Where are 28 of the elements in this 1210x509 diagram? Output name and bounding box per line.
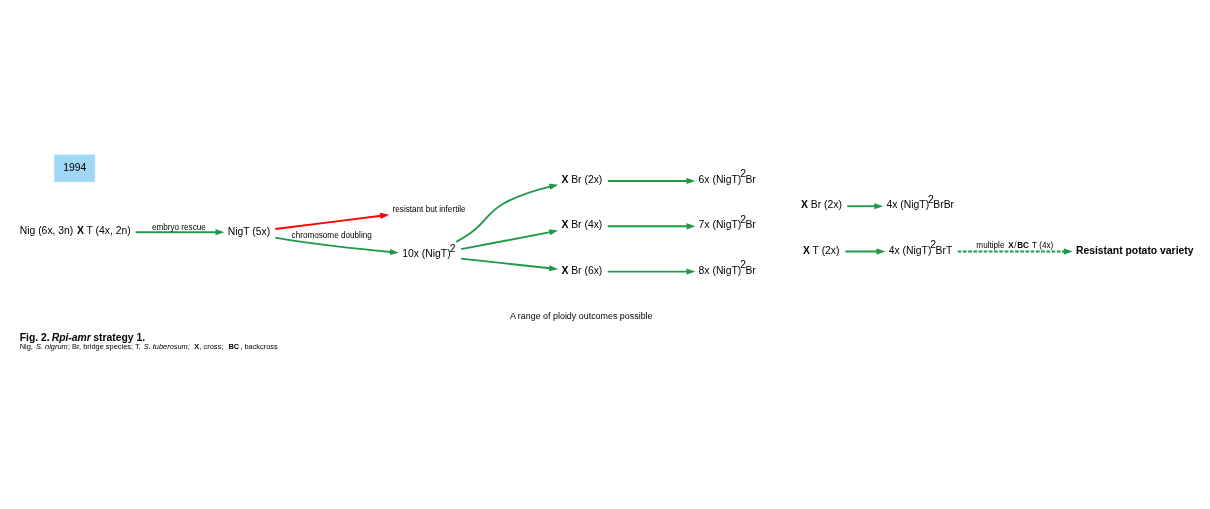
arrow xyxy=(606,177,696,185)
node-text: X T (2x) xyxy=(802,244,840,256)
arrow xyxy=(460,257,559,272)
node-text: NigT (5x) xyxy=(227,225,271,237)
arrow xyxy=(846,203,884,210)
edge-label: embryo rescue xyxy=(151,222,206,232)
arrow xyxy=(606,223,696,230)
node-text: X Br (2x) xyxy=(561,173,603,185)
label: A range of ploidy outcomes possible xyxy=(509,311,653,322)
arrow xyxy=(956,248,1073,255)
caption: Nig, S. nigrum; Br, bridge species; T, S. tuberosum; X, cross; BC, backcross xyxy=(19,341,278,351)
arrow xyxy=(606,268,696,275)
node-text: X Br (2x) xyxy=(801,199,842,211)
arrow xyxy=(455,183,559,243)
node-text: Resistant potato variety xyxy=(1075,244,1194,256)
node-text: X Br (4x) xyxy=(561,219,603,231)
edge-label: multiple X/BC T (4x) xyxy=(976,241,1054,251)
node-text: resistant but infertile xyxy=(392,205,466,215)
edge-label: chromosome doubling xyxy=(291,231,372,241)
node-text: Nig (6x, 3n) X T (4x, 2n) xyxy=(19,225,131,237)
node-box: 1994 xyxy=(54,154,96,183)
diagram-title: Fig. 2. Rpi-amr strategy 1. xyxy=(19,331,146,343)
arrow xyxy=(134,229,225,236)
node-text: X Br (6x) xyxy=(561,264,603,276)
arrow xyxy=(844,248,886,255)
arrow xyxy=(460,229,559,251)
arrow xyxy=(274,236,399,256)
arrow xyxy=(274,212,390,230)
